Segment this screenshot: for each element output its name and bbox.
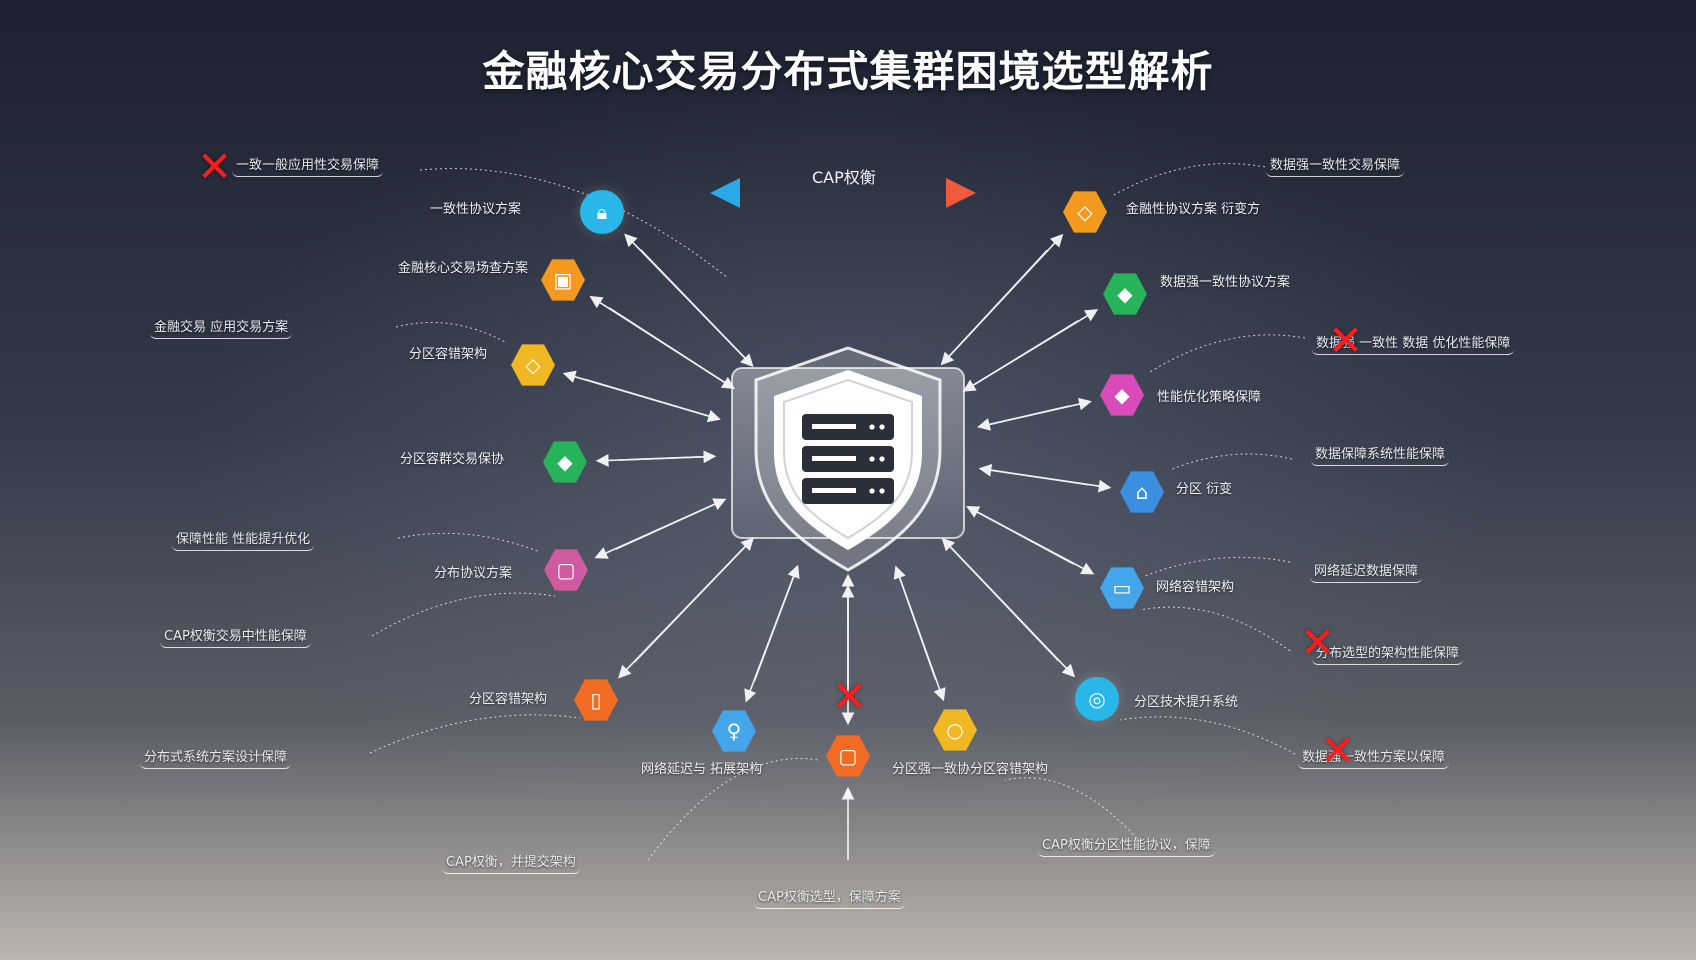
left-node-label: 分区容错架构: [409, 347, 488, 362]
right-node-label: 性能优化策略保障: [1157, 390, 1262, 405]
diamond-icon: ◇: [525, 353, 541, 377]
file-icon: ▭: [1112, 576, 1132, 600]
gem-icon: ◆: [1114, 383, 1130, 407]
dotted-leader-line: [1004, 777, 1141, 843]
square-icon: ▢: [556, 558, 576, 582]
caption-text: 网络延迟数据保障: [1310, 560, 1423, 583]
right-node-4: ⌂: [1120, 471, 1164, 513]
connector-arrow-back: [615, 498, 727, 550]
caption-text: 数据强 一致性 数据 优化性能保障: [1312, 332, 1515, 355]
connector-arrow-back: [633, 537, 754, 663]
right-node-label: 金融性协议方案 衍变方: [1126, 202, 1261, 217]
balloon-icon: ♀: [726, 719, 742, 743]
connector-arrow-back: [640, 249, 754, 368]
diamond-icon: ◇: [1077, 200, 1093, 224]
right-node-label: 网络容错架构: [1156, 580, 1235, 595]
caption-text: CAP权衡，并提交架构: [442, 851, 580, 874]
caption-text: 分布式系统方案设计保障: [140, 746, 292, 769]
home-icon: ⌂: [1135, 480, 1149, 504]
caption-text: 数据强一致性方案以保障: [1298, 746, 1450, 769]
caption-text: 一致一般应用性交易保障: [232, 154, 384, 177]
caption-text: 分布选型的架构性能保障: [1312, 642, 1464, 665]
door-icon: ▯: [590, 688, 602, 712]
gem-icon: ◆: [557, 450, 573, 474]
diagram-title: 金融核心交易分布式集群困境选型解析: [482, 47, 1214, 96]
caption-text: CAP权衡交易中性能保障: [160, 625, 311, 648]
red-cross-icon: ✕: [1328, 316, 1364, 365]
connector-arrow-back: [584, 378, 721, 423]
right-node-6: ◎: [1075, 677, 1119, 721]
dotted-leader-line: [1149, 334, 1306, 373]
caption-text: 数据强一致性交易保障: [1266, 154, 1405, 177]
left-node-label: 分区容错架构: [469, 692, 548, 707]
dotted-leader-line: [1139, 606, 1291, 652]
caption-text: 数据保障系统性能保障: [1311, 443, 1450, 466]
dotted-leader-line: [1144, 556, 1291, 577]
caption-text: CAP权衡选型，保障方案: [754, 886, 905, 909]
connector-arrow-back: [618, 450, 717, 464]
connector-arrow-back: [966, 506, 1075, 565]
right-node-5: ▭: [1100, 567, 1144, 609]
right-node-1: ◇: [1063, 191, 1107, 233]
square-icon: ▢: [838, 744, 858, 768]
caption-text: 金融交易 应用交易方案: [150, 316, 293, 339]
dotted-leader-line: [1111, 163, 1266, 197]
gem-icon: ◆: [1117, 282, 1133, 306]
connector-arrow-back: [608, 307, 736, 390]
left-node-label: 一致性协议方案: [430, 202, 522, 217]
left-node-1: 🔒︎: [580, 190, 624, 234]
connector-arrow-back: [978, 463, 1089, 486]
bottom-node-label: 网络延迟与 拓展架构: [641, 762, 763, 777]
red-cross-icon: ✕: [1300, 618, 1336, 667]
dotted-leader-line: [397, 532, 541, 553]
connector-arrow-back: [940, 249, 1048, 366]
dotted-leader-line: [371, 592, 556, 637]
right-node-label: 数据强一致性协议方案: [1160, 275, 1291, 290]
lock-icon: 🔒︎: [596, 200, 608, 224]
red-cross-icon: ✕: [832, 672, 868, 721]
right-node-2: ◆: [1103, 273, 1147, 315]
globe-icon: ◎: [1088, 687, 1106, 711]
dotted-leader-line: [1119, 716, 1296, 755]
dotted-leader-line: [1169, 453, 1293, 471]
connector-arrow-back: [977, 405, 1070, 431]
right-node-label: 分区 衍变: [1176, 482, 1233, 497]
caption-text: CAP权衡分区性能协议，保障: [1038, 834, 1215, 857]
connector-arrow-back: [753, 564, 800, 682]
connector-arrow-back: [941, 537, 1060, 662]
cap-tradeoff-label: CAP权衡: [812, 168, 876, 187]
right-node-3: ◆: [1100, 374, 1144, 416]
connector-arrow-back: [893, 565, 937, 680]
left-node-label: 金融核心交易场查方案: [398, 261, 529, 276]
red-cross-icon: ✕: [197, 142, 233, 191]
left-node-label: 分布协议方案: [434, 566, 513, 581]
dotted-leader-line: [369, 714, 581, 754]
bottom-node-label: 分区强一致协分区容错架构: [892, 762, 1049, 777]
caption-text: 保障性能 性能提升优化: [172, 528, 315, 551]
circle-icon: ○: [946, 718, 964, 742]
right-node-label: 分区技术提升系统: [1134, 695, 1239, 710]
box-icon: ▣: [553, 268, 573, 292]
red-cross-icon: ✕: [1320, 726, 1356, 775]
connector-arrow-back: [962, 320, 1079, 392]
dotted-leader-line: [647, 758, 819, 861]
dotted-leader-line: [419, 168, 729, 279]
left-node-label: 分区容群交易保协: [400, 452, 505, 467]
dotted-leader-line: [395, 322, 506, 343]
central-shield-server-icon: [731, 346, 965, 572]
